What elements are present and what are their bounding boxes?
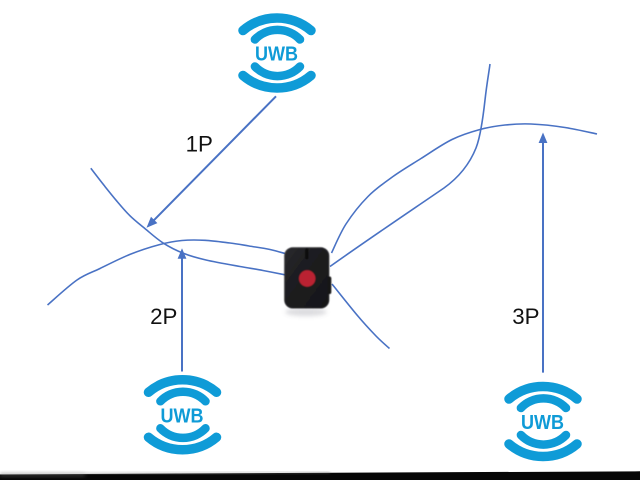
- svg-text:2P: 2P: [150, 304, 177, 329]
- svg-text:3P: 3P: [512, 304, 539, 329]
- svg-text:1P: 1P: [186, 132, 213, 157]
